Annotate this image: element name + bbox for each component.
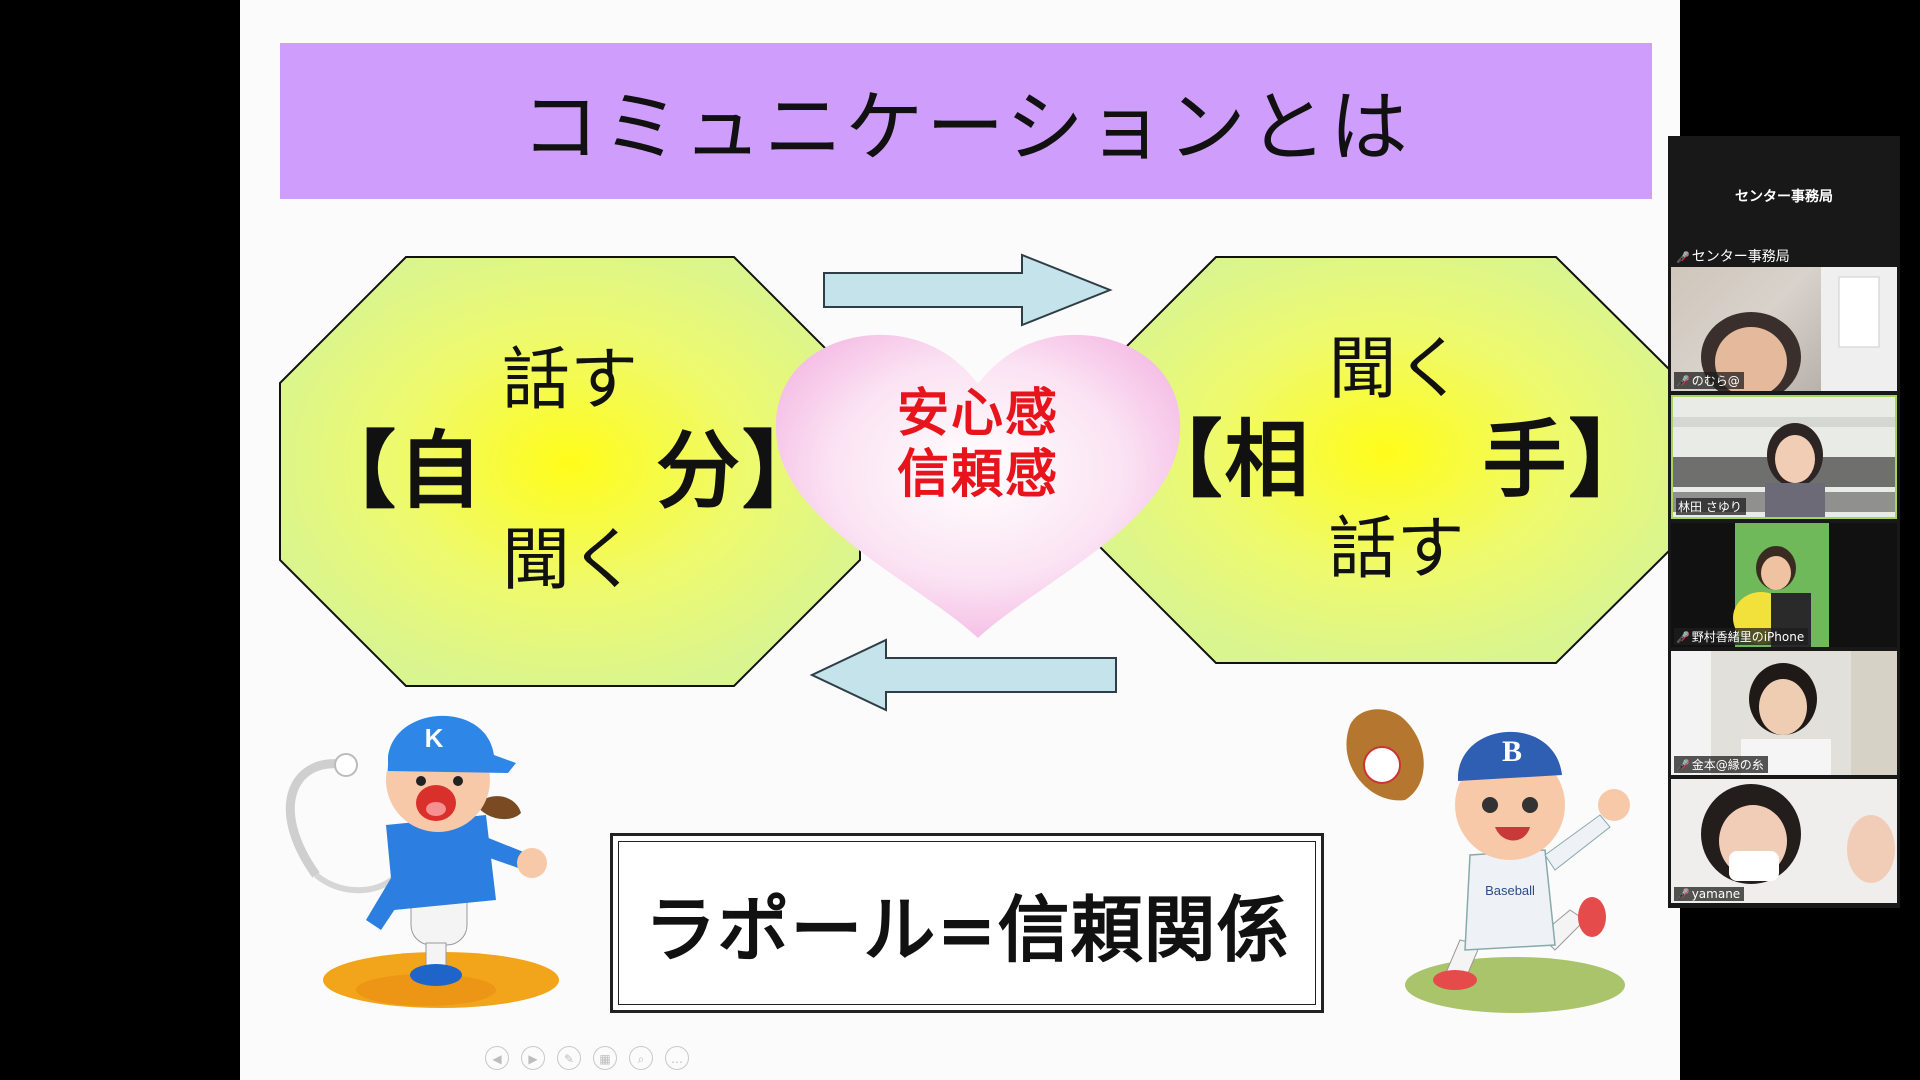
heart-icon	[775, 334, 1181, 638]
muted-mic-icon: 🎤̸	[1676, 375, 1690, 388]
muted-mic-icon: 🎤̸	[1676, 759, 1690, 772]
slide-title: コミュニケーションとは	[521, 83, 1411, 173]
participant-tile[interactable]: 🎤̸金本@縁の糸	[1671, 651, 1897, 775]
other-octagon: 聞く 【相 手】 話す	[1094, 255, 1679, 665]
more-icon[interactable]: …	[665, 1046, 689, 1070]
participant-name: 林田 さゆり	[1678, 500, 1742, 514]
participant-video	[1701, 267, 1897, 391]
other-listen-label: 聞く	[1328, 329, 1465, 409]
other-label: 【相 手】	[1138, 410, 1655, 509]
participant-name: のむら@	[1691, 374, 1740, 388]
heart-line-security: 安心感	[896, 384, 1059, 444]
participant-name: 金本@縁の糸	[1691, 758, 1764, 772]
participant-name: yamane	[1691, 887, 1741, 901]
video-participants-panel: センター事務局 🎤̸センター事務局 🎤̸のむら@ 林田 さゆり	[1668, 136, 1900, 908]
heart-text: 安心感 信頼感	[850, 384, 1106, 507]
muted-mic-icon: 🎤̸	[1676, 251, 1690, 264]
arrow-left-icon	[809, 638, 1117, 712]
participant-tile[interactable]: 🎤̸のむら@	[1671, 267, 1897, 391]
rapport-text: ラポール=信頼関係	[644, 887, 1290, 972]
catcher-jersey-text: Baseball	[1485, 883, 1535, 898]
other-speak-label: 話す	[1328, 509, 1465, 589]
octagon-shape	[279, 256, 861, 687]
participant-name: 野村香緒里のiPhone	[1691, 630, 1805, 644]
slides-grid-icon[interactable]: ▦	[593, 1046, 617, 1070]
rapport-box: ラポール=信頼関係	[610, 833, 1324, 1013]
panel-header: センター事務局	[1735, 189, 1833, 205]
participant-video	[1701, 784, 1895, 884]
presentation-slide: コミュニケーションとは 話す 【自 分】 聞く	[240, 0, 1680, 1080]
pitcher-illustration: K	[285, 715, 559, 1008]
participant-tile[interactable]: 🎤̸yamane	[1671, 779, 1897, 903]
self-label: 【自 分】	[311, 422, 828, 520]
participant-video	[1673, 417, 1895, 517]
participant-video	[1671, 651, 1897, 775]
self-listen-label: 聞く	[501, 521, 638, 600]
participant-tile[interactable]: 🎤̸野村香緒里のiPhone	[1671, 523, 1897, 647]
arrow-right-icon	[823, 253, 1113, 327]
muted-mic-icon: 🎤̸	[1676, 631, 1690, 644]
self-speak-label: 話す	[501, 341, 638, 421]
self-video-label: 🎤̸センター事務局	[1676, 249, 1790, 265]
title-banner: コミュニケーションとは	[280, 43, 1652, 199]
pitcher-cap-letter: K	[425, 723, 444, 753]
muted-mic-icon: 🎤̸	[1676, 888, 1690, 901]
zoom-icon[interactable]: ⌕	[629, 1046, 653, 1070]
heart-line-trust: 信頼感	[896, 445, 1059, 506]
catcher-illustration: Baseball B	[1346, 709, 1630, 1013]
participant-tile[interactable]: 林田 さゆり	[1671, 395, 1897, 519]
next-slide-icon[interactable]: ▶	[521, 1046, 545, 1070]
catcher-cap-letter: B	[1502, 735, 1522, 768]
prev-slide-icon[interactable]: ◀	[485, 1046, 509, 1070]
slideshow-controls: ◀ ▶ ✎ ▦ ⌕ …	[485, 1046, 689, 1070]
pen-icon[interactable]: ✎	[557, 1046, 581, 1070]
